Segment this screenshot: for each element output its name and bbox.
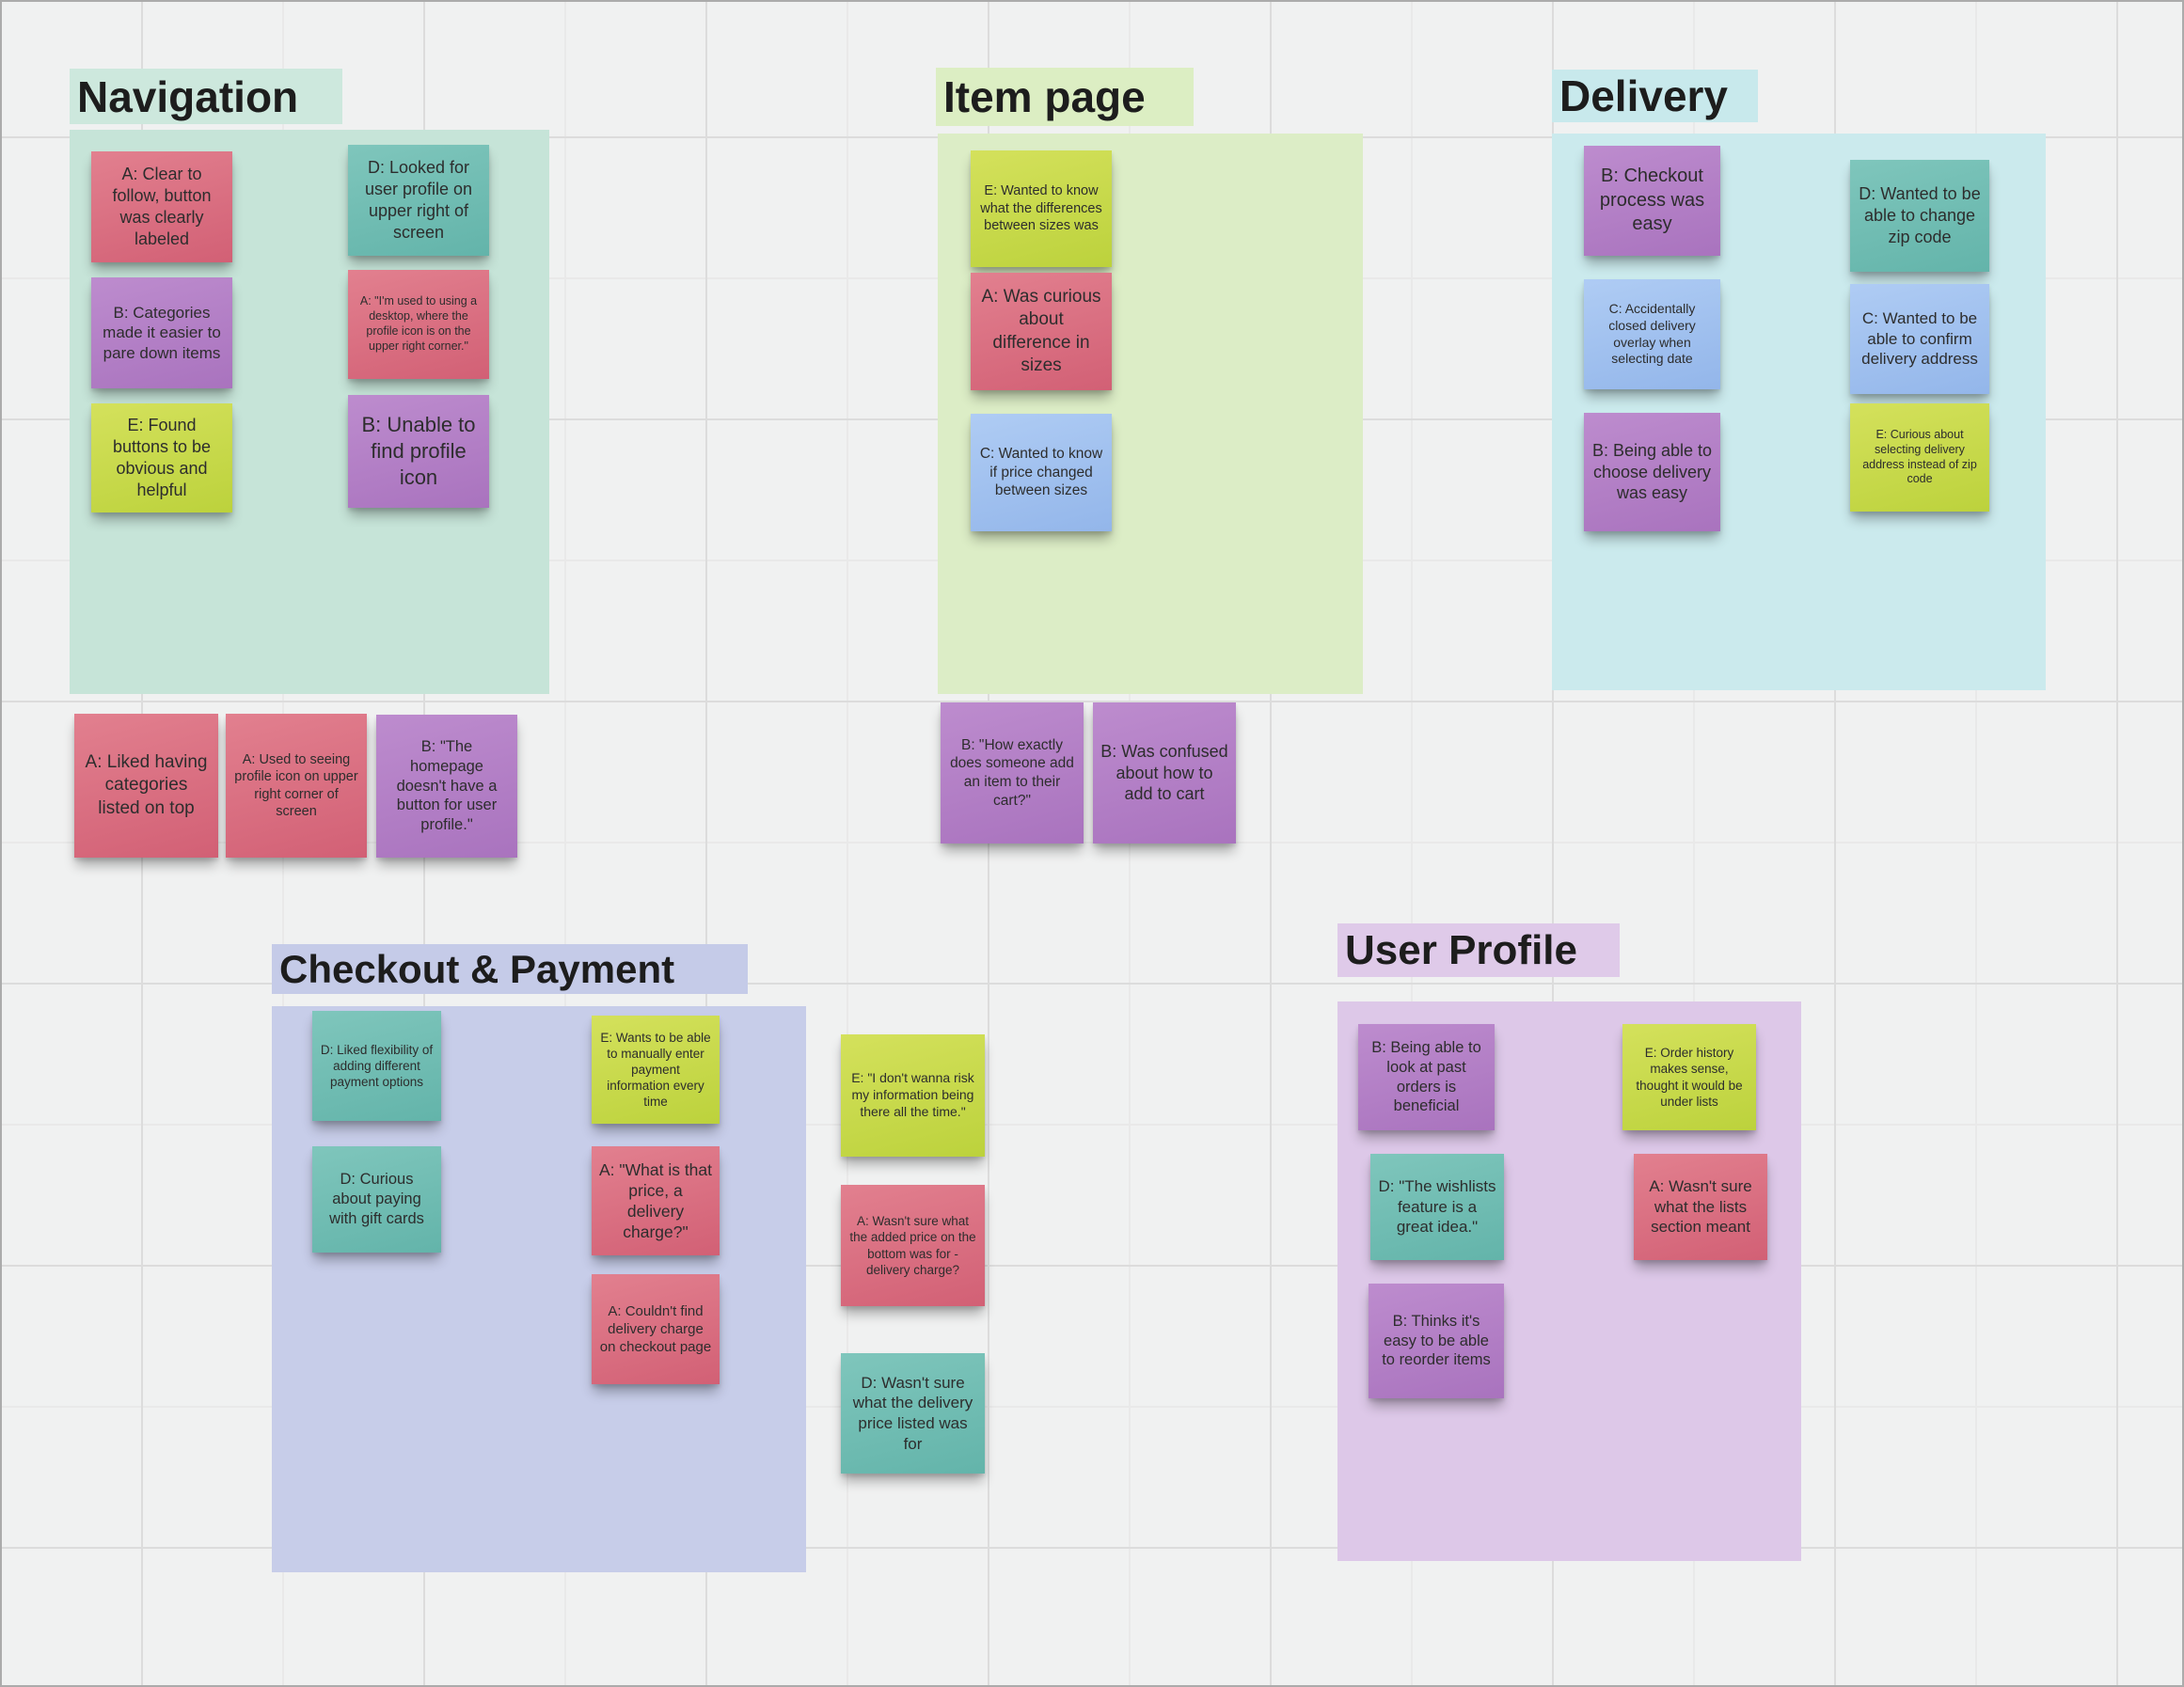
sticky-note[interactable]: B: "The homepage doesn't have a button f… bbox=[376, 715, 517, 858]
section-title-text: Checkout & Payment bbox=[279, 946, 675, 991]
sticky-note[interactable]: B: Unable to find profile icon bbox=[348, 395, 489, 508]
section-title-text: Item page bbox=[943, 72, 1146, 121]
sticky-note[interactable]: A: Was curious about difference in sizes bbox=[971, 273, 1112, 390]
sticky-text: A: Liked having categories listed on top bbox=[85, 752, 208, 818]
sticky-text: E: Found buttons to be obvious and helpf… bbox=[112, 416, 212, 499]
sticky-text: A: Wasn't sure what the added price on t… bbox=[849, 1214, 976, 1277]
sticky-text: D: Wasn't sure what the delivery price l… bbox=[852, 1373, 973, 1453]
sticky-text: D: Wanted to be able to change zip code bbox=[1859, 184, 1981, 246]
section-title-delivery[interactable]: Delivery bbox=[1552, 70, 1758, 122]
sticky-note[interactable]: A: Clear to follow, button was clearly l… bbox=[91, 151, 232, 262]
sticky-text: B: Checkout process was easy bbox=[1599, 166, 1705, 235]
sticky-text: B: Categories made it easier to pare dow… bbox=[103, 303, 221, 362]
sticky-text: A: "I'm used to using a desktop, where t… bbox=[359, 294, 478, 353]
sticky-text: B: Unable to find profile icon bbox=[361, 413, 476, 489]
sticky-note[interactable]: B: Checkout process was easy bbox=[1584, 146, 1720, 256]
sticky-text: C: Wanted to be able to confirm delivery… bbox=[1861, 309, 1978, 369]
sticky-text: B: Being able to choose delivery was eas… bbox=[1591, 440, 1713, 503]
sticky-note[interactable]: B: Being able to look at past orders is … bbox=[1358, 1024, 1495, 1130]
sticky-text: E: Wanted to know what the differences b… bbox=[980, 183, 1102, 234]
sticky-note[interactable]: D: Wasn't sure what the delivery price l… bbox=[841, 1353, 985, 1474]
sticky-note[interactable]: B: "How exactly does someone add an item… bbox=[941, 702, 1084, 844]
sticky-text: E: Wants to be able to manually enter pa… bbox=[600, 1030, 711, 1110]
sticky-note[interactable]: D: Looked for user profile on upper righ… bbox=[348, 145, 489, 256]
sticky-note[interactable]: D: Wanted to be able to change zip code bbox=[1850, 160, 1989, 272]
sticky-text: A: "What is that price, a delivery charg… bbox=[599, 1159, 713, 1242]
sticky-note[interactable]: A: "What is that price, a delivery charg… bbox=[592, 1146, 720, 1255]
sticky-text: B: "The homepage doesn't have a button f… bbox=[396, 737, 498, 834]
sticky-text: E: "I don't wanna risk my information be… bbox=[851, 1070, 974, 1119]
sticky-note[interactable]: C: Accidentally closed delivery overlay … bbox=[1584, 279, 1720, 389]
sticky-note[interactable]: C: Wanted to be able to confirm delivery… bbox=[1850, 284, 1989, 394]
section-title-user-profile[interactable]: User Profile bbox=[1337, 923, 1620, 977]
sticky-text: D: Looked for user profile on upper righ… bbox=[364, 158, 473, 242]
sticky-note[interactable]: D: Liked flexibility of adding different… bbox=[312, 1011, 441, 1121]
sticky-note[interactable]: A: "I'm used to using a desktop, where t… bbox=[348, 270, 489, 379]
sticky-note[interactable]: A: Wasn't sure what the added price on t… bbox=[841, 1185, 985, 1306]
sticky-note[interactable]: A: Wasn't sure what the lists section me… bbox=[1634, 1154, 1767, 1260]
sticky-note[interactable]: E: Wanted to know what the differences b… bbox=[971, 150, 1112, 267]
sticky-text: D: Curious about paying with gift cards bbox=[329, 1171, 424, 1227]
sticky-text: E: Order history makes sense, thought it… bbox=[1636, 1046, 1743, 1109]
section-title-text: Delivery bbox=[1559, 71, 1729, 120]
section-title-item-page[interactable]: Item page bbox=[936, 68, 1194, 126]
sticky-note[interactable]: B: Being able to choose delivery was eas… bbox=[1584, 413, 1720, 531]
sticky-text: B: "How exactly does someone add an item… bbox=[950, 736, 1074, 809]
sticky-note[interactable]: D: Curious about paying with gift cards bbox=[312, 1146, 441, 1253]
sticky-text: B: Was confused about how to add to cart bbox=[1100, 741, 1228, 804]
sticky-note[interactable]: E: Order history makes sense, thought it… bbox=[1622, 1024, 1756, 1130]
sticky-text: B: Thinks it's easy to be able to reorde… bbox=[1382, 1312, 1491, 1369]
sticky-note[interactable]: D: "The wishlists feature is a great ide… bbox=[1370, 1154, 1504, 1260]
sticky-note[interactable]: A: Liked having categories listed on top bbox=[74, 714, 218, 858]
sticky-text: B: Being able to look at past orders is … bbox=[1371, 1038, 1481, 1115]
sticky-text: E: Curious about selecting delivery addr… bbox=[1862, 427, 1977, 486]
sticky-text: A: Clear to follow, button was clearly l… bbox=[112, 165, 212, 248]
sticky-note[interactable]: E: Found buttons to be obvious and helpf… bbox=[91, 403, 232, 512]
section-title-navigation[interactable]: Navigation bbox=[70, 69, 342, 124]
section-title-text: Navigation bbox=[77, 71, 299, 121]
sticky-note[interactable]: A: Used to seeing profile icon on upper … bbox=[226, 714, 367, 858]
sticky-note[interactable]: E: Curious about selecting delivery addr… bbox=[1850, 403, 1989, 512]
sticky-text: A: Was curious about difference in sizes bbox=[981, 287, 1101, 375]
sticky-note[interactable]: B: Categories made it easier to pare dow… bbox=[91, 277, 232, 388]
sticky-note[interactable]: B: Thinks it's easy to be able to reorde… bbox=[1369, 1284, 1504, 1398]
sticky-text: C: Wanted to know if price changed betwe… bbox=[979, 445, 1103, 499]
sticky-text: A: Couldn't find delivery charge on chec… bbox=[599, 1302, 712, 1356]
sticky-text: A: Wasn't sure what the lists section me… bbox=[1649, 1177, 1752, 1237]
sticky-note[interactable]: E: "I don't wanna risk my information be… bbox=[841, 1034, 985, 1157]
sticky-note[interactable]: A: Couldn't find delivery charge on chec… bbox=[592, 1274, 720, 1384]
sticky-note[interactable]: C: Wanted to know if price changed betwe… bbox=[971, 414, 1112, 531]
sticky-text: D: "The wishlists feature is a great ide… bbox=[1378, 1177, 1496, 1237]
section-title-text: User Profile bbox=[1345, 926, 1577, 973]
section-title-checkout-payment[interactable]: Checkout & Payment bbox=[272, 944, 748, 994]
sticky-text: D: Liked flexibility of adding different… bbox=[320, 1042, 434, 1090]
sticky-text: A: Used to seeing profile icon on upper … bbox=[234, 751, 358, 819]
sticky-note[interactable]: E: Wants to be able to manually enter pa… bbox=[592, 1016, 720, 1124]
sticky-text: C: Accidentally closed delivery overlay … bbox=[1608, 300, 1696, 367]
sticky-note[interactable]: B: Was confused about how to add to cart bbox=[1093, 702, 1236, 844]
